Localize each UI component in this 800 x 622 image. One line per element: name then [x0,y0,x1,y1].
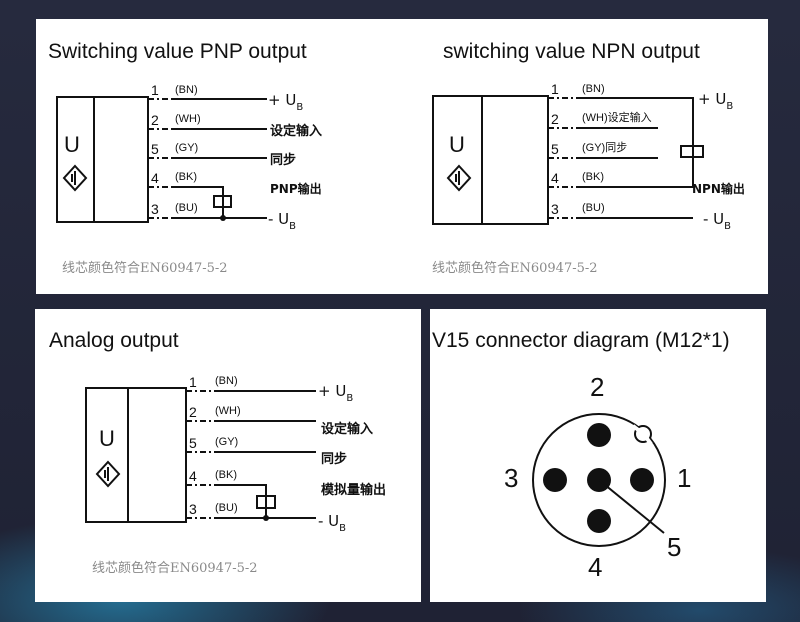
diagram-label: 同步 [270,152,296,168]
inductive-sensor-icon [62,164,88,192]
sensor-body [56,96,149,223]
connector-title: V15 connector diagram (M12*1) [432,329,730,352]
diagram-label: 4 [551,170,559,186]
diagram-label: (GY)同步 [582,141,627,154]
inductive-sensor-icon [95,460,121,488]
diagram-label: (BN) [215,375,238,387]
pnp-diagram: Switching value PNP output U 1 (BN) 2 (WH)… [48,40,322,276]
analog-diagram: Analog output U 1(BN) 2(WH) 5(GY) 4(BK) … [49,329,386,576]
diagram-label: 1 [551,81,559,97]
diagram-label: 设定输入 [270,123,322,139]
pin-3 [543,468,567,492]
diagram-label: (WH) [175,113,201,125]
diagram-label: 4 [189,468,197,484]
diagram-label: (WH) [215,405,241,417]
analog-wires [186,390,316,521]
load-resistor [213,195,232,208]
sensor-body [432,95,549,225]
diagram-label: 4 [151,170,159,186]
top-panel [36,19,768,294]
diagram-label: 2 [189,404,197,420]
svg-text:- UB: - UB [318,512,346,534]
load-resistor [256,495,276,509]
sensor-body [85,387,187,523]
diagram-label: (BN) [175,84,198,96]
diagram-label: B [726,101,733,112]
diagram-label: - U [268,210,289,228]
svg-text:- UB: - UB [268,210,296,232]
diagram-label: B [346,393,353,404]
diagram-label: (BN) [582,83,605,95]
diagram-label: B [296,102,303,113]
pnp-wires [148,98,267,221]
pin-2 [587,423,611,447]
diagram-label: 3 [189,501,197,517]
diagram-label: 5 [551,141,559,157]
connector-diagram: V15 connector diagram (M12*1) 2 3 1 4 5 [432,329,730,582]
diagram-label: 2 [151,112,159,128]
diagram-label: - U [318,512,339,530]
diagram-label: (BU) [582,202,605,214]
diagram-label: 模拟量输出 [321,482,386,498]
diagram-label: - U [703,210,724,228]
diagram-label: (BU) [215,502,238,514]
sensor-letter: U [99,426,115,451]
connector-panel [430,309,766,602]
diagram-label: 2 [551,111,559,127]
analog-panel [35,309,421,602]
sensor-letter: U [449,132,465,157]
diagram-label: (GY) [175,142,198,154]
analog-caption: 线芯颜色符合EN60947-5-2 [92,560,258,576]
diagram-label: B [339,523,346,534]
npn-diagram: switching value NPN output U 1 (BN) 2 (WH)… [432,40,745,276]
diagram-label: 5 [151,141,159,157]
diagram-label: + U [318,382,346,400]
connector-outline [532,413,666,547]
diagram-label: NPN输出 [692,181,745,196]
diagram-label: 4 [588,552,602,582]
svg-text:+ UB: + UB [268,91,303,113]
diagram-label: 1 [189,374,197,390]
svg-text:+ UB: + UB [698,90,733,112]
diagram-label: 3 [151,201,159,217]
diagram-label: (BK) [175,171,197,183]
diagram-label: (BU) [175,202,198,214]
pin-4 [587,509,611,533]
sensor-letter: U [64,132,80,157]
inductive-sensor-icon [446,164,472,192]
diagram-label: + U [268,91,296,109]
analog-title: Analog output [49,329,179,352]
diagram-label: (BK) [215,469,237,481]
diagram-label: 5 [667,532,681,562]
svg-text:- UB: - UB [703,210,731,232]
diagram-label: 2 [590,372,604,402]
npn-caption: 线芯颜色符合EN60947-5-2 [432,260,598,276]
diagram-label: (GY) [215,436,238,448]
diagram-label: (BK) [582,171,604,183]
npn-title: switching value NPN output [443,40,700,63]
pnp-title: Switching value PNP output [48,40,307,63]
diagram-label: 1 [151,82,159,98]
npn-wires [548,97,704,219]
diagram-label: 3 [504,463,518,493]
diagram-label: 1 [677,463,691,493]
diagram-label: PNP输出 [270,181,322,196]
pnp-caption: 线芯颜色符合EN60947-5-2 [62,260,228,276]
diagram-label: + U [698,90,726,108]
diagram-label: 设定输入 [321,421,373,437]
diagram-label: B [289,221,296,232]
load-resistor [680,145,704,158]
diagram-label: 同步 [321,451,347,467]
svg-text:+ UB: + UB [318,382,353,404]
diagram-label: (WH)设定输入 [582,110,652,124]
pin-1 [630,468,654,492]
diagram-label: B [724,221,731,232]
diagram-label: 5 [189,435,197,451]
diagram-label: 3 [551,201,559,217]
